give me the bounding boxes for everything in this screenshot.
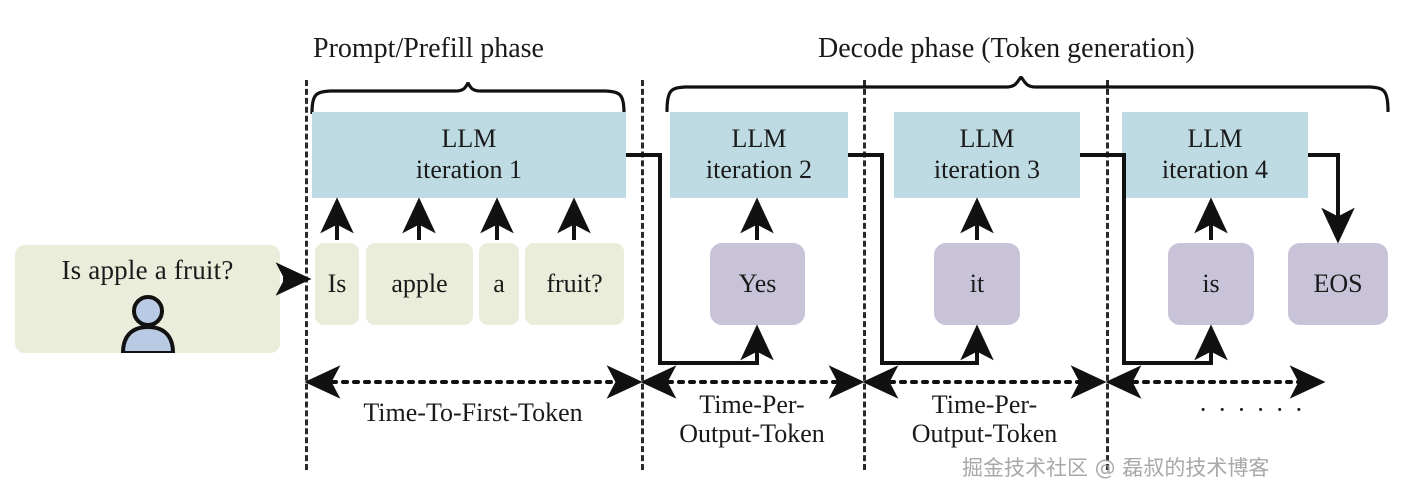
llm-iteration-2-line1: LLM bbox=[731, 124, 787, 154]
llm-iteration-3-line2: iteration 3 bbox=[933, 155, 1041, 184]
llm-iteration-1: LLM iteration 1 bbox=[312, 112, 626, 198]
measure-label-tpot-2: Time-Per- Output-Token bbox=[864, 390, 1105, 448]
phase-label-prefill: Prompt/Prefill phase bbox=[313, 33, 544, 64]
output-token-4-eos: EOS bbox=[1288, 243, 1388, 325]
input-token-2-label: apple bbox=[391, 269, 448, 298]
output-token-3: is bbox=[1168, 243, 1254, 325]
input-token-3: a bbox=[479, 243, 519, 325]
output-token-1: Yes bbox=[710, 243, 805, 325]
llm-iteration-4-line1: LLM bbox=[1187, 124, 1243, 154]
person-icon bbox=[115, 295, 181, 358]
llm-iteration-3-line1: LLM bbox=[959, 124, 1015, 154]
input-token-1: Is bbox=[315, 243, 359, 325]
output-token-2: it bbox=[934, 243, 1020, 325]
llm-iteration-3: LLM iteration 3 bbox=[894, 112, 1080, 198]
input-token-4-label: fruit? bbox=[546, 269, 603, 298]
measure-label-ttft: Time-To-First-Token bbox=[306, 398, 640, 427]
user-prompt-box: Is apple a fruit? bbox=[15, 245, 280, 355]
brace-prefill bbox=[310, 82, 626, 114]
llm-iteration-1-line1: LLM bbox=[441, 124, 497, 154]
measure-label-ellipsis-text: · · · · · · bbox=[1198, 395, 1306, 424]
llm-iteration-4-line2: iteration 4 bbox=[1161, 155, 1269, 184]
input-token-1-label: Is bbox=[327, 269, 347, 298]
input-token-4: fruit? bbox=[525, 243, 624, 325]
output-token-1-label: Yes bbox=[738, 269, 777, 298]
llm-iteration-4: LLM iteration 4 bbox=[1122, 112, 1308, 198]
measure-label-ellipsis: · · · · · · bbox=[1107, 395, 1397, 425]
phase-label-decode: Decode phase (Token generation) bbox=[818, 33, 1195, 64]
measure-label-tpot-1-line1: Time-Per- bbox=[699, 390, 805, 419]
output-token-2-label: it bbox=[969, 269, 985, 298]
measure-label-tpot-2-line1: Time-Per- bbox=[931, 390, 1038, 419]
llm-iteration-2: LLM iteration 2 bbox=[670, 112, 848, 198]
llm-iteration-2-line2: iteration 2 bbox=[705, 155, 813, 184]
measure-label-tpot-1: Time-Per- Output-Token bbox=[642, 390, 862, 448]
llm-iteration-1-line2: iteration 1 bbox=[415, 155, 523, 184]
measure-label-ttft-line1: Time-To-First-Token bbox=[363, 398, 583, 427]
brace-decode bbox=[665, 76, 1390, 112]
user-prompt-text: Is apple a fruit? bbox=[61, 255, 234, 285]
output-token-3-label: is bbox=[1202, 269, 1220, 298]
input-token-3-label: a bbox=[493, 269, 505, 298]
measure-label-tpot-1-line2: Output-Token bbox=[679, 419, 825, 449]
input-token-2: apple bbox=[366, 243, 473, 325]
watermark: 掘金技术社区 @ 磊叔的技术博客 bbox=[962, 456, 1270, 480]
measure-label-tpot-2-line2: Output-Token bbox=[911, 419, 1058, 449]
output-token-4-label: EOS bbox=[1313, 269, 1363, 298]
